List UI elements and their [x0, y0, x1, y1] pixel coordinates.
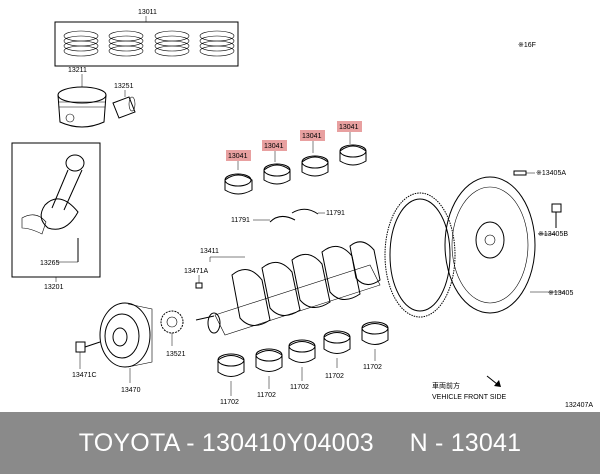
pulley-bolt — [75, 341, 101, 369]
flywheel — [384, 176, 565, 318]
parts-diagram: 13011 ※16F 13211 13251 13265 13201 13041 — [11, 9, 593, 409]
label-conrod-bolt: 13265 — [40, 260, 60, 267]
label-bearing-4: 13041 — [339, 124, 359, 131]
label-main-bearing-5: 11702 — [363, 364, 382, 371]
vehicle-front-en: VEHICLE FRONT SIDE — [432, 394, 506, 401]
vehicle-front-jp: 車両前方 — [432, 381, 460, 390]
label-pulley: 13470 — [121, 387, 141, 394]
label-crank-key: 13471A — [184, 268, 208, 275]
label-flywheel-bolt-b: ※13405B — [538, 231, 568, 238]
upper-bearing-shells — [224, 144, 367, 195]
label-piston: 13211 — [68, 67, 87, 74]
label-bearing-3: 13041 — [302, 133, 322, 140]
timing-gear — [160, 310, 184, 346]
label-thrust-washer-2: 11791 — [326, 210, 345, 217]
diagram-code: 132407A — [565, 402, 593, 409]
label-thrust-washer-1: 11791 — [231, 217, 250, 224]
label-timing-gear: 13521 — [166, 351, 186, 358]
bearing-highlight-1: 13041 — [226, 150, 251, 170]
part-number-footer: TOYOTA - 130410Y04003 N - 13041 — [0, 412, 600, 474]
label-conrod-assy: 13201 — [44, 284, 64, 291]
label-flywheel: ※13405 — [548, 290, 573, 297]
bearing-highlight-3: 13041 — [300, 130, 325, 153]
label-pin: 13251 — [114, 83, 134, 90]
label-pulley-bolt: 13471C — [72, 372, 97, 379]
label-flywheel-bolt-a: ※13405A — [536, 170, 566, 177]
connecting-rod-assembly — [11, 142, 101, 282]
bearing-highlight-4: 13041 — [337, 121, 362, 144]
piston-ring-set — [54, 16, 239, 67]
piston-pin — [112, 90, 136, 119]
label-main-bearing-3: 11702 — [290, 384, 309, 391]
label-crankshaft: 13411 — [200, 248, 219, 255]
bearing-highlight-2: 13041 — [262, 140, 287, 162]
label-main-bearing-4: 11702 — [325, 373, 344, 380]
crank-pulley — [99, 302, 153, 383]
label-bearing-1: 13041 — [228, 153, 248, 160]
label-main-bearing-1: 11702 — [220, 399, 239, 406]
label-note-top: ※16F — [518, 42, 536, 49]
piston — [57, 74, 107, 128]
label-main-bearing-2: 11702 — [257, 392, 276, 399]
flywheel-bolt — [538, 203, 562, 235]
lower-bearing-shells — [217, 321, 389, 377]
footer-text: TOYOTA - 130410Y04003 N - 13041 — [78, 428, 522, 457]
crank-key — [195, 275, 203, 289]
thrust-washers — [253, 208, 325, 223]
crankshaft — [195, 241, 381, 336]
flywheel-pin — [513, 170, 535, 176]
vehicle-front-arrow — [486, 375, 501, 387]
lower-bearing-leaders — [230, 349, 376, 396]
label-piston-rings: 13011 — [138, 9, 157, 16]
label-bearing-2: 13041 — [264, 143, 284, 150]
